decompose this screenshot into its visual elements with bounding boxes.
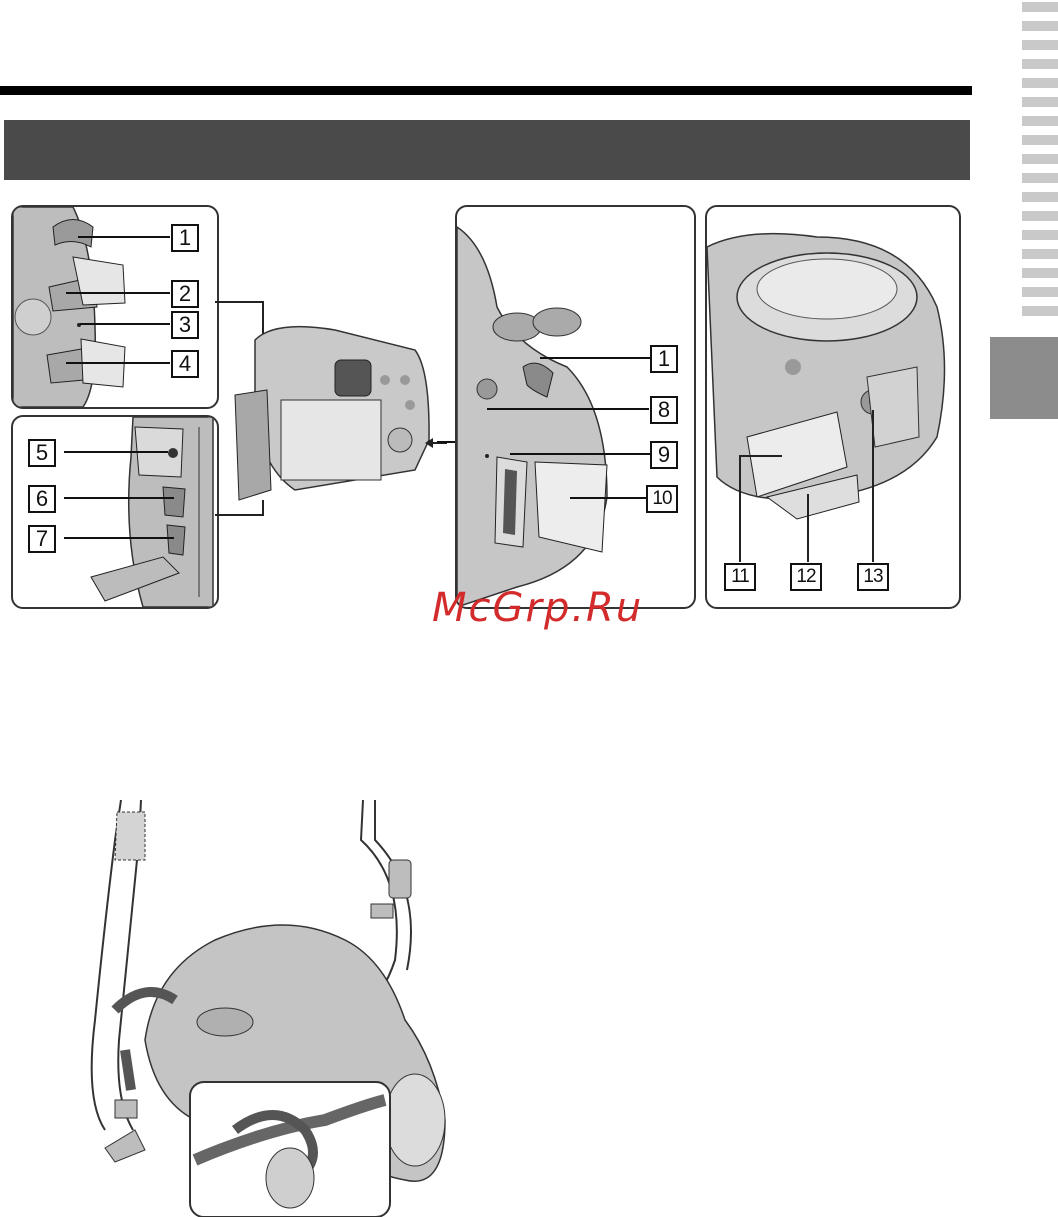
callout-10: 10 xyxy=(646,485,678,513)
side-tab xyxy=(1022,78,1058,88)
side-tab xyxy=(1022,135,1058,145)
leader-line xyxy=(540,357,650,359)
strap-attachment-illustration xyxy=(45,800,465,1217)
callout-1-card-side: 1 xyxy=(650,345,678,373)
side-tab xyxy=(1022,154,1058,164)
callout-8: 8 xyxy=(650,396,678,424)
side-tab xyxy=(1022,2,1058,12)
leader-line xyxy=(487,408,649,410)
callout-7: 7 xyxy=(28,525,56,553)
leader-line xyxy=(80,323,170,325)
side-tab xyxy=(1022,59,1058,69)
leader-line xyxy=(64,451,168,453)
callout-1: 1 xyxy=(171,224,199,252)
camera-rear-view-illustration xyxy=(215,300,455,520)
callout-4: 4 xyxy=(171,350,199,378)
side-tab xyxy=(1022,97,1058,107)
callout-6: 6 xyxy=(28,485,56,513)
leader-line xyxy=(78,236,170,238)
leader-line xyxy=(64,537,174,539)
watermark-text: McGrp.Ru xyxy=(432,585,643,631)
arrow-line xyxy=(437,441,455,443)
callout-3: 3 xyxy=(171,311,199,339)
callout-12: 12 xyxy=(790,563,822,591)
callout-9: 9 xyxy=(650,441,678,469)
leader-line xyxy=(66,362,170,364)
top-rule xyxy=(0,86,972,95)
section-header-band xyxy=(4,120,970,180)
side-tab xyxy=(1022,249,1058,259)
leader-line xyxy=(66,292,170,294)
leader-line xyxy=(570,497,646,499)
side-tab xyxy=(1022,211,1058,221)
side-tab xyxy=(1022,287,1058,297)
side-tab xyxy=(1022,192,1058,202)
side-tab xyxy=(1022,306,1058,316)
side-tab xyxy=(1022,40,1058,50)
side-tab xyxy=(1022,230,1058,240)
callout-13: 13 xyxy=(857,563,889,591)
side-tab xyxy=(1022,116,1058,126)
side-active-tab-block xyxy=(990,337,1058,419)
callout-leaders-bottom xyxy=(730,410,890,566)
callout-11: 11 xyxy=(724,563,756,591)
callout-2: 2 xyxy=(171,280,199,308)
callout-5: 5 xyxy=(28,439,56,467)
side-tab xyxy=(1022,268,1058,278)
side-tab xyxy=(1022,21,1058,31)
side-tab xyxy=(1022,173,1058,183)
leader-line xyxy=(510,453,650,455)
leader-line xyxy=(64,497,174,499)
